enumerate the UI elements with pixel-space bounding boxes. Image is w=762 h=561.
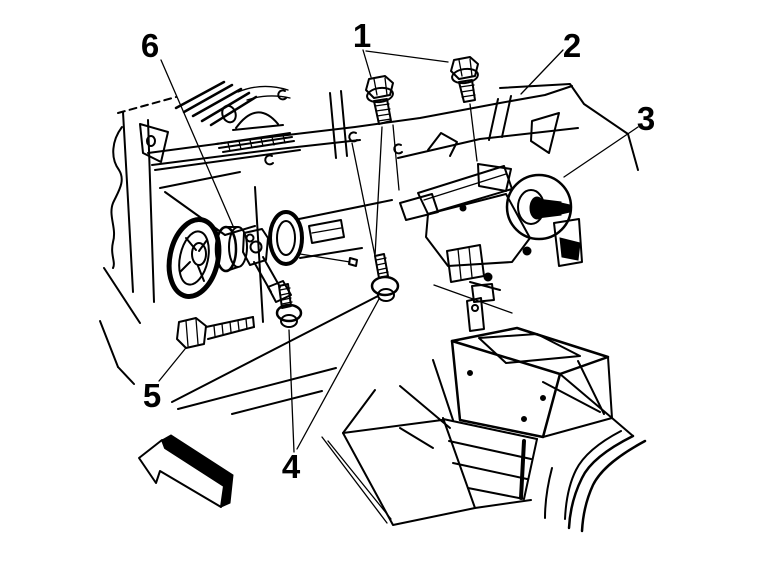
callout-3: 3 <box>637 100 655 137</box>
sill-curves <box>544 430 647 533</box>
callout-1: 1 <box>353 17 371 54</box>
callout-leaders <box>158 49 639 453</box>
mounting-bolt-1a <box>365 75 394 257</box>
callout-2: 2 <box>563 27 581 64</box>
a-pillar-panel <box>110 111 169 303</box>
callout-numbers: 1 2 3 4 5 6 <box>141 17 655 485</box>
callout-5: 5 <box>143 377 161 414</box>
hex-bolt-5 <box>176 316 255 349</box>
bolt-axis-line <box>469 103 478 162</box>
ignition-lock-housing <box>505 173 573 241</box>
bolt-axis-line <box>374 126 383 257</box>
floor-console-bracket <box>399 297 634 500</box>
direction-arrow-icon <box>138 434 234 508</box>
ball-stud-4a <box>275 283 303 328</box>
mounting-bolt-1b <box>450 56 479 162</box>
harness-squiggle <box>110 126 123 269</box>
steering-column-assembly <box>399 163 583 314</box>
callout-4: 4 <box>282 448 301 485</box>
u-joint-yoke <box>242 228 269 266</box>
callout-6: 6 <box>141 27 159 64</box>
floor-lines <box>99 267 532 526</box>
ball-stud-4b <box>370 253 400 302</box>
intermediate-shaft-coupling <box>166 199 393 303</box>
